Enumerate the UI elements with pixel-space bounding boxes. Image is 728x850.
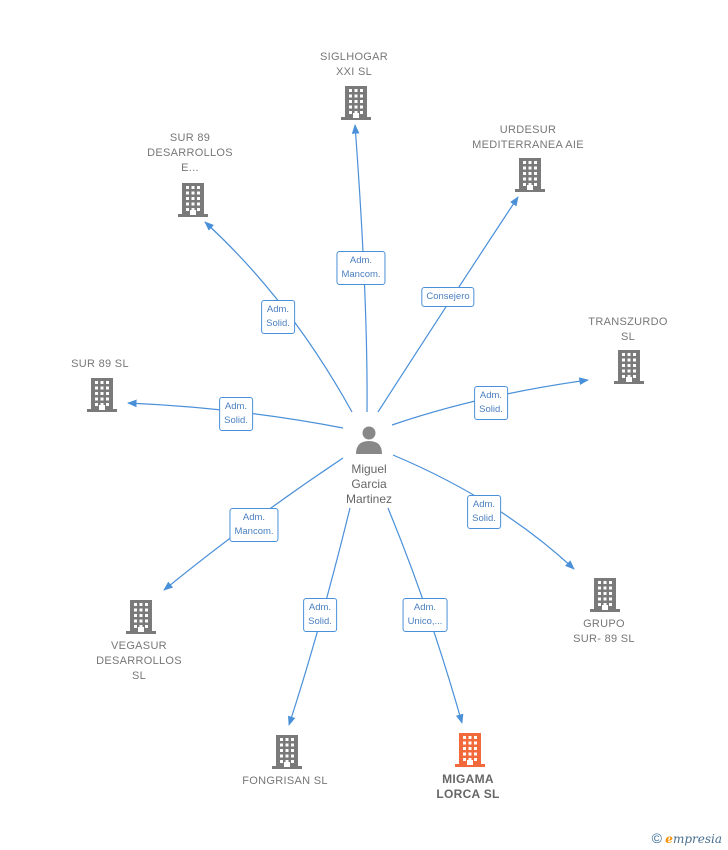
edge-label-line: Adm. xyxy=(308,602,332,613)
node-label-line: GRUPO xyxy=(583,618,625,630)
edge-label-line: Mancom. xyxy=(341,269,381,280)
edge-label-line: Adm. xyxy=(472,499,496,510)
node-label-sur89[interactable]: SUR 89 SL xyxy=(71,357,129,372)
edge-label-line: Solid. xyxy=(479,404,503,415)
node-label-line: LORCA SL xyxy=(436,787,500,801)
edge-label-sur89[interactable]: Adm. Solid. xyxy=(219,397,253,431)
edge-label-siglhogar[interactable]: Adm. Mancom. xyxy=(336,251,386,285)
node-label-line: MEDITERRANEA AIE xyxy=(472,139,584,151)
edge-label-line: Adm. xyxy=(224,401,248,412)
edge-label-line: Unico,... xyxy=(407,616,443,627)
edge-label-line: Adm. xyxy=(242,512,266,523)
person-icon[interactable] xyxy=(356,426,382,455)
node-label-siglhogar[interactable]: SIGLHOGAR XXI SL xyxy=(320,50,388,80)
edge-label-line: Adm. xyxy=(413,602,437,613)
building-icon-sur89[interactable] xyxy=(87,378,117,412)
edge-label-line: Solid. xyxy=(308,616,332,627)
node-label-line: MIGAMA xyxy=(442,772,494,786)
node-label-sur89-desarrollos[interactable]: SUR 89 DESARROLLOS E... xyxy=(147,131,233,176)
node-label-grupo-sur89[interactable]: GRUPO SUR- 89 SL xyxy=(573,617,635,647)
node-label-vegasur[interactable]: VEGASUR DESARROLLOS SL xyxy=(96,639,182,684)
edge-label-line: Adm. xyxy=(349,255,373,266)
building-icon-migama[interactable] xyxy=(455,733,485,767)
building-icon-sur89-desarrollos[interactable] xyxy=(178,183,208,217)
node-label-fongrisan[interactable]: FONGRISAN SL xyxy=(242,774,328,789)
center-label-line: Garcia xyxy=(351,477,387,491)
node-label-line: TRANSZURDO xyxy=(588,316,668,328)
edge-label-grupo-sur89[interactable]: Adm. Solid. xyxy=(467,495,501,529)
copyright-icon: © xyxy=(651,830,662,846)
edge-label-line: Adm. xyxy=(266,304,290,315)
building-icon-grupo-sur89[interactable] xyxy=(590,578,620,612)
edge-label-line: Solid. xyxy=(224,415,248,426)
edge-label-vegasur[interactable]: Adm. Mancom. xyxy=(229,508,279,542)
footer-brand: © empresia xyxy=(652,830,722,846)
node-label-line: VEGASUR xyxy=(111,640,167,652)
edge-label-line: Consejero xyxy=(426,291,470,302)
edge-label-urdesur[interactable]: Consejero xyxy=(421,287,475,307)
building-icon-transzurdo[interactable] xyxy=(614,350,644,384)
node-label-line: E... xyxy=(181,162,199,174)
edge-label-line: Adm. xyxy=(479,390,503,401)
edge-label-fongrisan[interactable]: Adm. Solid. xyxy=(303,598,337,632)
building-icon-fongrisan[interactable] xyxy=(272,735,302,769)
node-label-line: FONGRISAN SL xyxy=(242,775,328,787)
node-label-line: DESARROLLOS xyxy=(96,655,182,667)
building-icon-siglhogar[interactable] xyxy=(341,86,371,120)
node-label-line: SUR- 89 SL xyxy=(573,633,635,645)
edge-label-line: Solid. xyxy=(266,318,290,329)
nodes-layer xyxy=(87,86,644,769)
node-label-line: SUR 89 SL xyxy=(71,358,129,370)
brand-name: mpresia xyxy=(672,832,722,846)
node-label-transzurdo[interactable]: TRANSZURDO SL xyxy=(588,315,667,345)
node-label-line: SL xyxy=(131,670,147,682)
edge-label-migama[interactable]: Adm. Unico,... xyxy=(402,598,448,632)
node-label-urdesur[interactable]: URDESUR MEDITERRANEA AIE xyxy=(472,123,584,153)
building-icon-urdesur[interactable] xyxy=(515,158,545,192)
edge-label-transzurdo[interactable]: Adm. Solid. xyxy=(474,386,508,420)
node-label-line: SUR 89 xyxy=(169,132,211,144)
node-label-line: URDESUR xyxy=(499,124,557,136)
node-label-line: DESARROLLOS xyxy=(147,147,233,159)
node-label-line: SIGLHOGAR xyxy=(319,51,389,63)
edge-label-line: Mancom. xyxy=(234,526,274,537)
center-label-line: Martinez xyxy=(345,492,393,506)
node-label-line: XXI SL xyxy=(335,66,373,78)
edge-label-sur89-desarrollos[interactable]: Adm. Solid. xyxy=(261,300,295,334)
brand-initial: e xyxy=(665,832,673,846)
building-icon-vegasur[interactable] xyxy=(126,600,156,634)
center-label-line: Miguel xyxy=(351,462,387,476)
node-label-line: SL xyxy=(620,331,636,343)
edge-label-line: Solid. xyxy=(472,513,496,524)
